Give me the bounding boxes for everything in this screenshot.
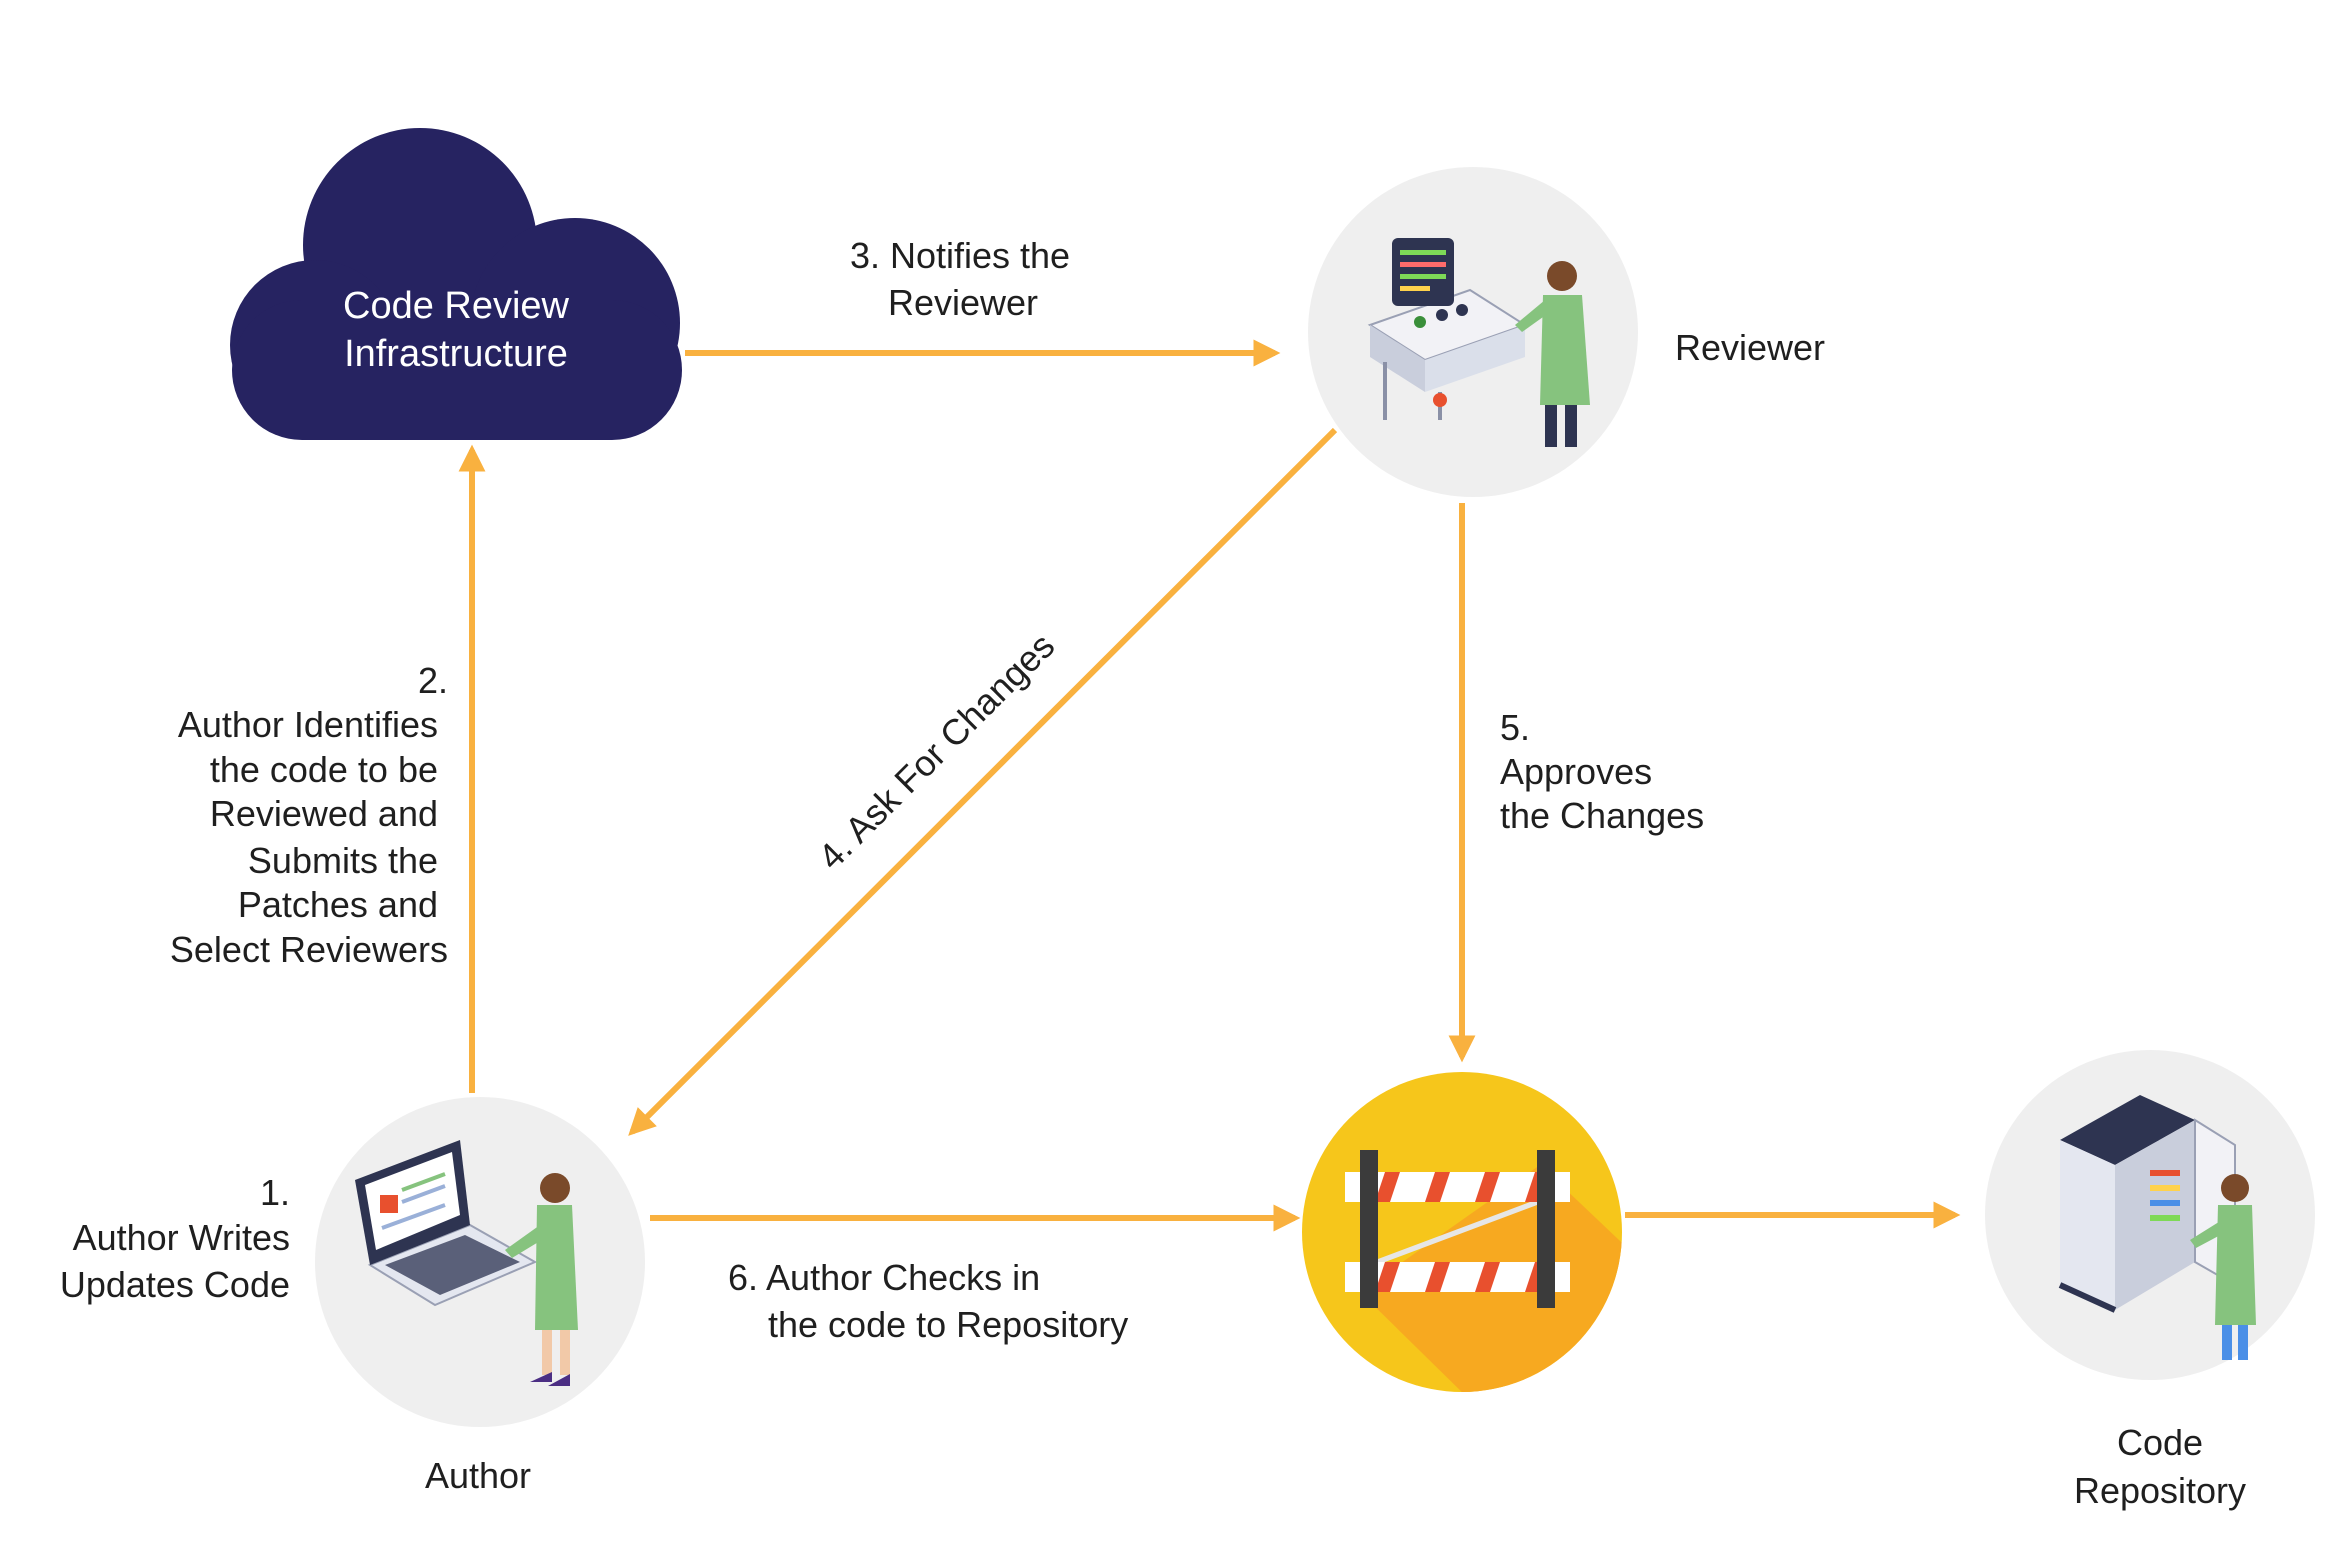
reviewer-at-control-panel-icon xyxy=(1367,238,1590,447)
step-5-number: 5. xyxy=(1500,707,1530,748)
step-3-line2: Reviewer xyxy=(888,282,1038,323)
step-4-line1: 4. Ask For Changes xyxy=(810,625,1063,878)
arrow-reviewer-to-author xyxy=(628,427,1338,1136)
step-2-line2: the code to be xyxy=(210,749,438,790)
reviewer-node xyxy=(1308,167,1638,497)
step-6-line1: 6. Author Checks in xyxy=(728,1257,1040,1298)
step-2-line1: Author Identifies xyxy=(178,704,438,745)
step-2-line6: Select Reviewers xyxy=(170,929,448,970)
step-6-label: 6. Author Checks in the code to Reposito… xyxy=(728,1257,1128,1345)
author-label: Author xyxy=(425,1455,531,1496)
step-1-line2: Updates Code xyxy=(60,1264,290,1305)
road-barrier-icon xyxy=(1345,1150,1570,1308)
step-2-label: 2. Author Identifies the code to be Revi… xyxy=(170,660,448,970)
author-with-laptop-icon xyxy=(355,1140,578,1386)
step-6-line2: the code to Repository xyxy=(768,1304,1128,1345)
step-2-number: 2. xyxy=(418,660,448,701)
step-3-line1: 3. Notifies the xyxy=(850,235,1070,276)
server-cabinet-icon xyxy=(2058,1095,2256,1360)
cloud-label-line1: Code Review xyxy=(343,285,570,327)
step-5-line2: the Changes xyxy=(1500,795,1704,836)
cloud-icon xyxy=(230,128,682,440)
gate-node xyxy=(1302,1072,1622,1392)
repository-label-line2: Repository xyxy=(2074,1470,2246,1511)
step-1-label: 1. Author Writes Updates Code xyxy=(60,1172,290,1305)
step-2-line5: Patches and xyxy=(238,884,438,925)
repository-node xyxy=(1985,1050,2315,1380)
repository-label-line1: Code xyxy=(2117,1422,2203,1463)
author-node xyxy=(315,1097,645,1427)
reviewer-label: Reviewer xyxy=(1675,327,1825,368)
step-5-label: 5. Approves the Changes xyxy=(1500,707,1704,836)
cloud-label-line2: Infrastructure xyxy=(344,333,568,375)
step-1-number: 1. xyxy=(260,1172,290,1213)
step-2-line3: Reviewed and xyxy=(210,793,438,834)
step-1-line1: Author Writes xyxy=(73,1217,290,1258)
step-4-label: 4. Ask For Changes xyxy=(810,625,1063,878)
step-2-line4: Submits the xyxy=(248,840,438,881)
step-3-label: 3. Notifies the Reviewer xyxy=(850,235,1070,323)
step-5-line1: Approves xyxy=(1500,751,1652,792)
